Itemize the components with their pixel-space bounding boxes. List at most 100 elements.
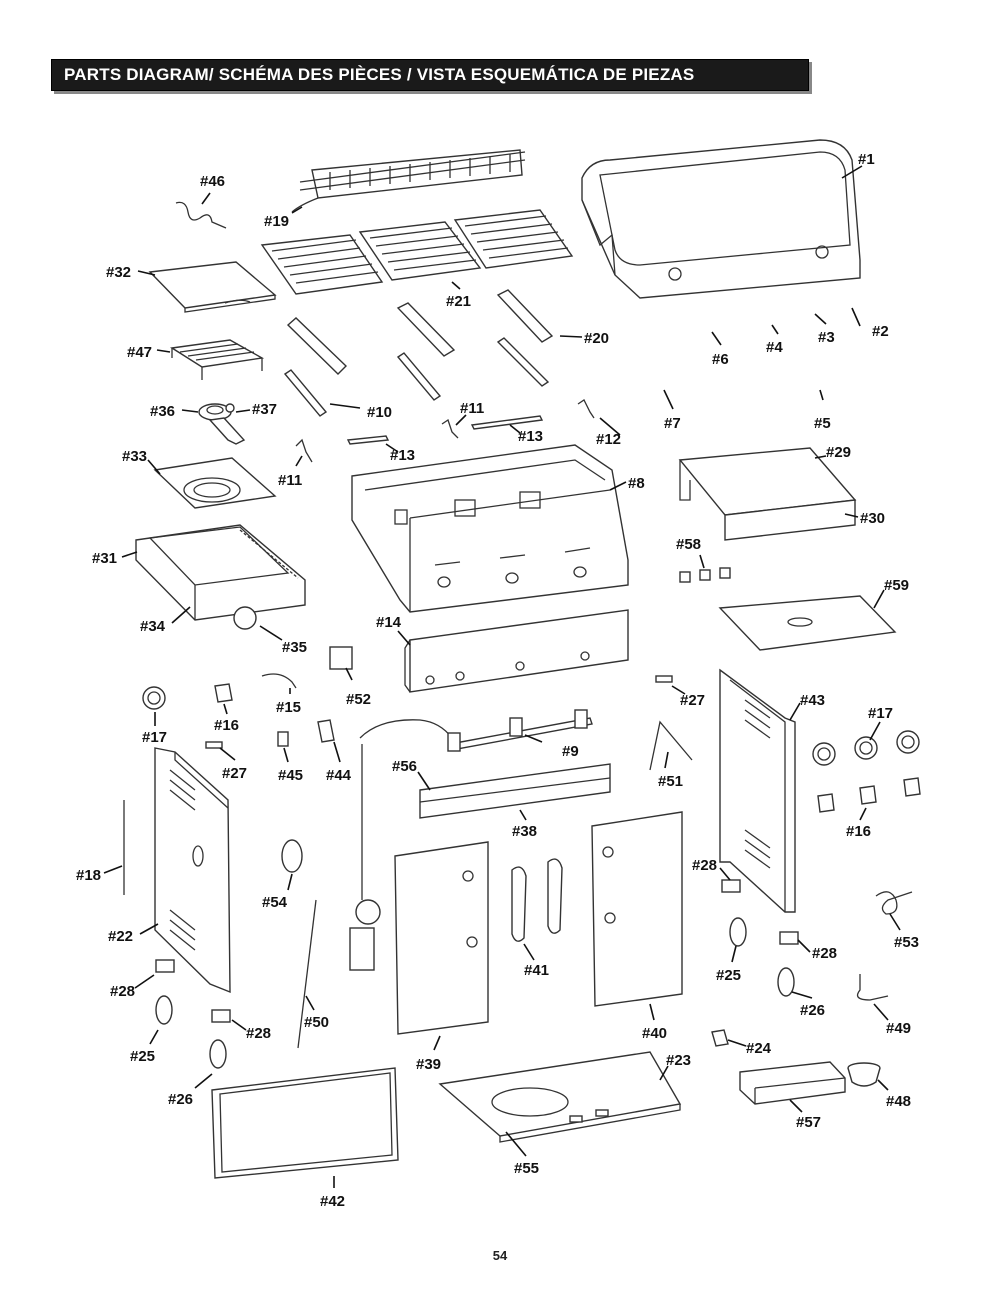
callout-26b: #26 (800, 1002, 825, 1019)
part-shelf-clips (679, 567, 731, 583)
callout-47: #47 (127, 344, 152, 361)
callout-40: #40 (642, 1025, 667, 1042)
callout-55: #55 (514, 1160, 539, 1177)
part-side-burner-housing (135, 524, 306, 630)
leader-lines (103, 192, 901, 1188)
callout-59: #59 (884, 577, 909, 594)
part-knobs-right (812, 730, 921, 813)
part-heat-plates (346, 415, 544, 445)
callout-33: #33 (122, 448, 147, 465)
callout-25a: #25 (130, 1048, 155, 1065)
part-side-rack (170, 339, 265, 380)
callout-16b: #16 (846, 823, 871, 840)
callout-28a: #28 (110, 983, 135, 1000)
callout-17a: #17 (142, 729, 167, 746)
callout-43: #43 (800, 692, 825, 709)
callout-29: #29 (826, 444, 851, 461)
callout-32: #32 (106, 264, 131, 281)
part-side-burner-lid (148, 261, 277, 313)
part-bottom-shelf (438, 1051, 682, 1143)
callout-25b: #25 (716, 967, 741, 984)
callout-50: #50 (304, 1014, 329, 1031)
part-side-burner (198, 403, 246, 445)
part-cooking-grates (260, 209, 574, 295)
callout-41: #41 (524, 962, 549, 979)
callout-3: #3 (818, 329, 835, 346)
part-back-panel (211, 1067, 399, 1179)
callout-24: #24 (746, 1040, 772, 1057)
callout-4: #4 (766, 339, 783, 356)
callout-58: #58 (676, 536, 701, 553)
part-hook-53 (875, 891, 913, 915)
part-bracket-27a (205, 741, 223, 749)
part-side-burner-bowl (153, 457, 277, 509)
callout-9: #9 (562, 743, 579, 760)
callout-7: #7 (664, 415, 681, 432)
part-burner-tubes (283, 289, 554, 417)
part-manifold (359, 709, 593, 752)
part-grease-cup (847, 1062, 881, 1087)
part-casters (155, 879, 799, 1069)
callout-5: #5 (814, 415, 831, 432)
callout-51: #51 (658, 773, 683, 790)
callout-17b: #17 (868, 705, 893, 722)
part-rail (419, 763, 611, 819)
callout-27b: #27 (680, 692, 705, 709)
callout-10: #10 (367, 404, 392, 421)
part-rod-50 (297, 899, 317, 1049)
callout-6: #6 (712, 351, 729, 368)
callout-37: #37 (252, 401, 277, 418)
callout-57: #57 (796, 1114, 821, 1131)
part-hook-49 (856, 974, 889, 1001)
callout-49: #49 (886, 1020, 911, 1037)
callout-45: #45 (278, 767, 303, 784)
part-ignitor-wire (175, 201, 227, 229)
callout-15: #15 (276, 699, 301, 716)
callout-52: #52 (346, 691, 371, 708)
callout-11a: #11 (460, 400, 484, 417)
callout-39: #39 (416, 1056, 441, 1073)
part-ring-54 (281, 839, 303, 873)
part-left-side-panel (154, 747, 231, 994)
part-rod-51 (649, 720, 693, 771)
callout-14: #14 (376, 614, 402, 631)
part-spark-box (329, 646, 353, 670)
part-ignitor-wire-15 (261, 673, 297, 689)
part-regulator-hose (349, 744, 381, 971)
callout-46: #46 (200, 173, 225, 190)
callout-26a: #26 (168, 1091, 193, 1108)
part-valve-44 (317, 719, 335, 743)
callout-8: #8 (628, 475, 645, 492)
callout-56: #56 (392, 758, 417, 775)
callout-2: #2 (872, 323, 889, 340)
callout-12: #12 (596, 431, 621, 448)
part-firebox (351, 444, 629, 613)
part-ignitor-electrodes (295, 399, 595, 463)
page-number: 54 (492, 1248, 508, 1263)
page-title: PARTS DIAGRAM/ SCHÉMA DES PIÈCES / VISTA… (64, 65, 695, 84)
callout-44: #44 (326, 767, 352, 784)
callout-13a: #13 (518, 428, 543, 445)
callout-54: #54 (262, 894, 288, 911)
callout-53: #53 (894, 934, 919, 951)
part-door-handles (511, 858, 563, 942)
callout-11b: #11 (278, 472, 302, 489)
callout-13b: #13 (390, 447, 415, 464)
callout-38: #38 (512, 823, 537, 840)
part-door-right (591, 811, 683, 1007)
callout-31: #31 (92, 550, 117, 567)
part-side-shelf (678, 447, 857, 541)
callout-20: #20 (584, 330, 609, 347)
callout-19: #19 (264, 213, 289, 230)
callout-18: #18 (76, 867, 101, 884)
callout-28c: #28 (692, 857, 717, 874)
part-control-panel (404, 609, 629, 693)
callout-34: #34 (140, 618, 166, 635)
part-knobs-left (142, 683, 233, 710)
callout-labels: #1 #2 #3 #4 #5 #6 #7 #8 #9 #10 #11 #11 #… (76, 151, 919, 1210)
callout-21: #21 (446, 293, 471, 310)
callout-23: #23 (666, 1052, 691, 1069)
callout-42: #42 (320, 1193, 345, 1210)
part-warming-rack (291, 149, 526, 213)
